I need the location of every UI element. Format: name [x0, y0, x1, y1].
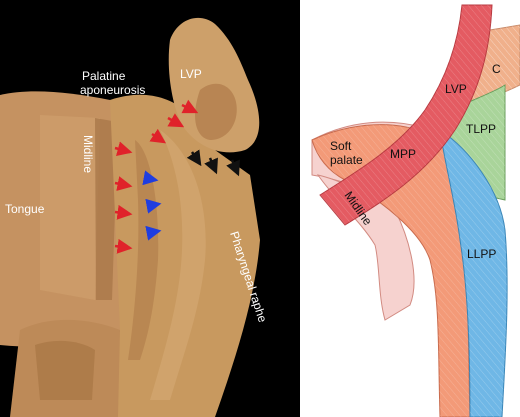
red-arrow: [114, 204, 133, 220]
soft-palate-label-line2: palate: [330, 153, 363, 167]
red-arrow: [114, 238, 133, 254]
lvp-photo-label: LVP: [180, 67, 202, 81]
red-arrow: [114, 141, 133, 157]
blue-arrow: [142, 170, 159, 186]
muscle-diagram: LVP C TLPP MPP Soft palate Midline LLPP: [311, 4, 520, 417]
red-arrows: [114, 99, 199, 254]
blue-arrow: [145, 198, 162, 214]
dissection-photo: Palatine aponeurosis LVP Midline Tongue …: [0, 0, 300, 417]
red-arrow: [114, 176, 133, 191]
black-arrow: [204, 157, 218, 175]
soft-palate-label-line1: Soft: [330, 139, 352, 153]
blue-arrows: [142, 170, 162, 241]
c-diagram-label: C: [492, 62, 501, 76]
red-arrow: [167, 113, 185, 128]
tlpp-diagram-label: TLPP: [466, 122, 496, 136]
palatine-label-line1: Palatine: [82, 69, 126, 83]
llpp-diagram-label: LLPP: [467, 247, 496, 261]
black-arrow: [186, 149, 202, 167]
red-arrow: [181, 99, 199, 114]
red-arrow: [149, 128, 167, 144]
tongue-label: Tongue: [5, 202, 45, 216]
lvp-diagram-label: LVP: [445, 82, 467, 96]
midline-photo-label: Midline: [81, 135, 95, 173]
blue-arrow: [145, 225, 162, 241]
palatine-label-line2: aponeurosis: [80, 83, 145, 97]
black-arrow: [226, 159, 240, 177]
black-arrows: [186, 149, 240, 177]
mpp-diagram-label: MPP: [390, 147, 416, 161]
